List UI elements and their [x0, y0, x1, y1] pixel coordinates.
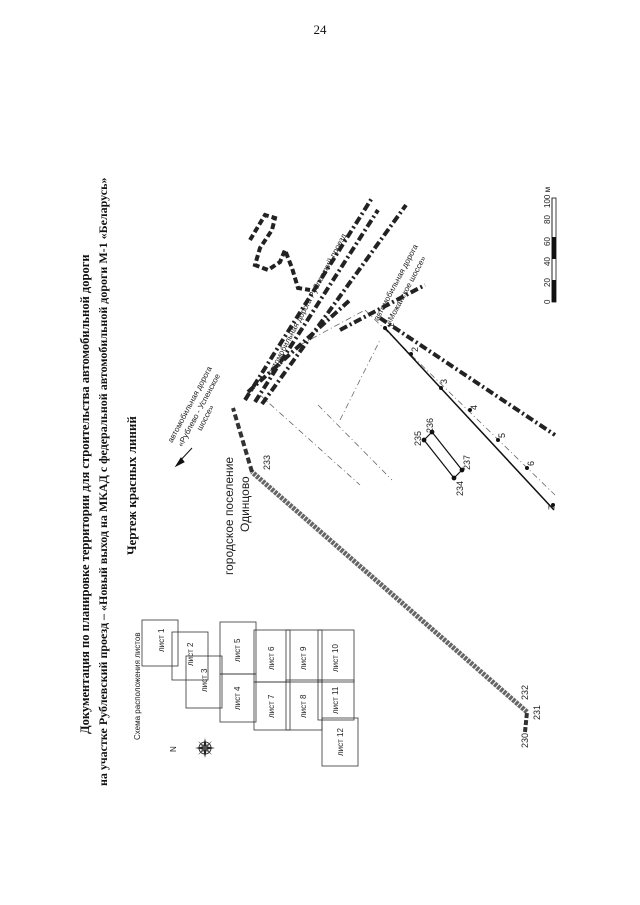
sheet-label-12: лист 12: [336, 728, 345, 756]
sheet-label-1: лист 1: [157, 628, 166, 652]
scale-tick-20: 20: [543, 278, 552, 287]
sheet-label-4: лист 4: [233, 686, 242, 710]
point-label-236: 236: [425, 418, 435, 433]
sheet-label-11: лист 11: [331, 686, 340, 714]
sheet-label-10: лист 10: [331, 644, 340, 672]
parcel-234-237: [421, 429, 465, 481]
red-line-230-232: [523, 711, 529, 733]
red-line-points-1-7: [383, 326, 555, 511]
point-label-233: 233: [262, 455, 272, 470]
scale-tick-100: 100 м: [543, 187, 552, 208]
point-label-6: 6: [526, 461, 536, 466]
interchange-loop: [248, 212, 311, 292]
sheet-label-3: лист 3: [200, 668, 209, 692]
scale-bar: [551, 197, 557, 303]
point-label-4: 4: [469, 405, 479, 410]
scale-tick-0: 0: [543, 299, 552, 304]
point-label-1: 1: [386, 323, 396, 328]
point-marker-5: [496, 438, 500, 442]
sheet-label-5: лист 5: [233, 638, 242, 662]
scale-tick-40: 40: [543, 257, 552, 266]
red-line-main: [250, 470, 529, 714]
point-label-234: 234: [455, 481, 465, 496]
point-label-232: 232: [520, 685, 530, 700]
point-label-5: 5: [497, 433, 507, 438]
scale-tick-60: 60: [543, 237, 552, 246]
sheet-label-6: лист 6: [267, 646, 276, 670]
sheet-label-7: лист 7: [267, 694, 276, 718]
sheet-label-9: лист 9: [299, 646, 308, 670]
direction-arrow-icon: [174, 447, 193, 468]
point-marker-6: [525, 466, 529, 470]
compass-rose-icon: [195, 738, 215, 758]
point-label-230: 230: [520, 733, 530, 748]
sheet-layout-title: Схема расположения листов: [133, 632, 142, 740]
point-marker-3: [439, 386, 443, 390]
point-marker-2: [409, 352, 413, 356]
point-marker-7: [551, 503, 555, 507]
point-marker-4: [468, 408, 472, 412]
scale-tick-80: 80: [543, 215, 552, 224]
sheet-label-8: лист 8: [299, 694, 308, 718]
sheet-label-2: лист 2: [186, 642, 195, 666]
point-label-3: 3: [439, 379, 449, 384]
point-label-235: 235: [413, 431, 423, 446]
sheet-layout-grid: [141, 619, 359, 767]
point-label-2: 2: [410, 347, 420, 352]
point-label-237: 237: [462, 455, 472, 470]
page-number: 24: [313, 22, 327, 37]
point-marker-1: [383, 326, 387, 330]
north-label: N: [169, 746, 178, 752]
point-label-231: 231: [532, 705, 542, 720]
rublevsky-road-lines: [243, 196, 408, 406]
point-label-7: 7: [547, 505, 557, 510]
red-line-233-north: [231, 407, 254, 473]
mozhaisk-road-lines: [339, 283, 557, 437]
